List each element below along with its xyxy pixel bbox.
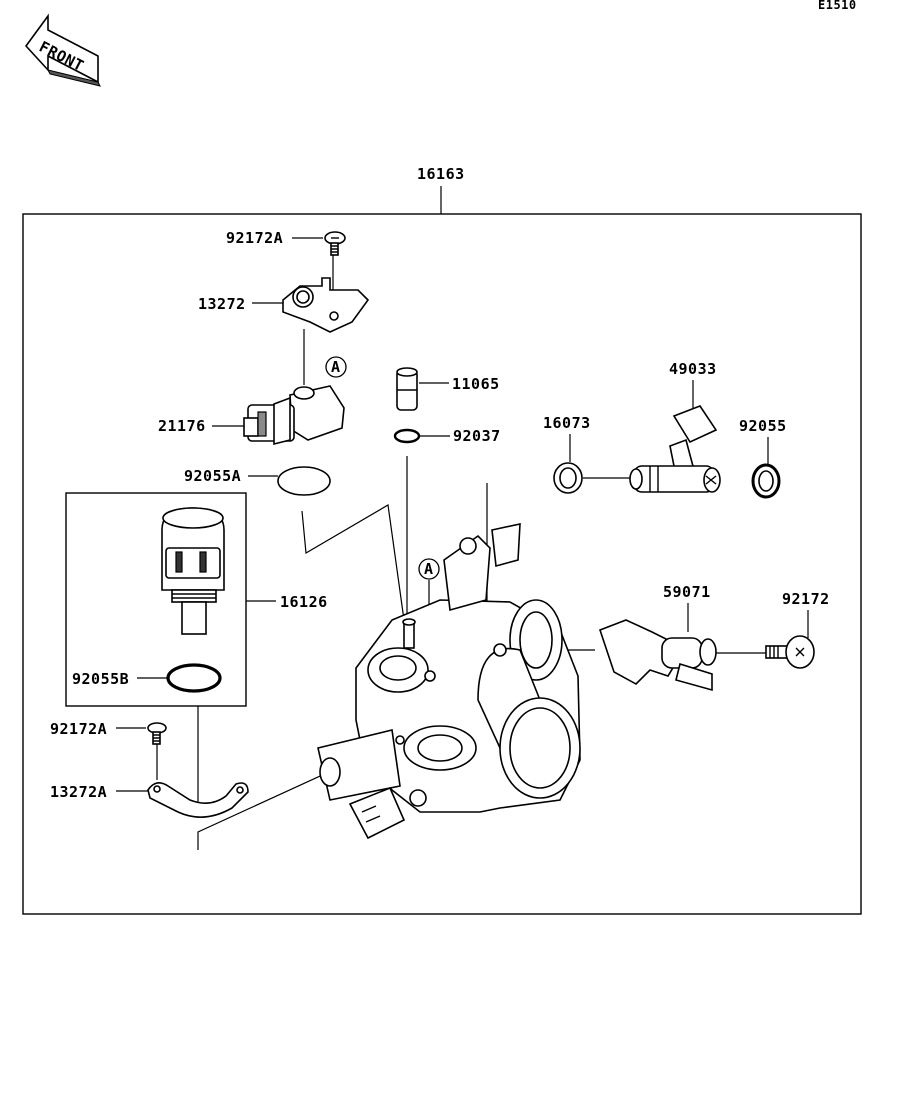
bracket-icon bbox=[147, 782, 249, 818]
lever-icon bbox=[598, 619, 717, 692]
svg-text:A: A bbox=[424, 560, 434, 578]
oring-small-icon bbox=[393, 428, 421, 444]
label-21176: 21176 bbox=[158, 417, 206, 435]
oring-a-icon bbox=[277, 466, 331, 496]
label-11065: 11065 bbox=[452, 375, 500, 393]
label-92055a: 92055A bbox=[184, 467, 241, 485]
assembly-frame bbox=[22, 213, 862, 915]
label-16073: 16073 bbox=[543, 414, 591, 432]
screw-icon bbox=[765, 635, 815, 669]
ref-marker-a-body: A bbox=[418, 558, 440, 580]
label-92172a-top: 92172A bbox=[226, 229, 283, 247]
oring-b-icon bbox=[166, 663, 222, 693]
seal-icon bbox=[751, 463, 781, 499]
cap-icon bbox=[396, 367, 418, 411]
ref-marker-a-top: A bbox=[325, 356, 347, 378]
label-16163: 16163 bbox=[417, 165, 465, 183]
front-arrow-icon: FRONT bbox=[24, 13, 101, 87]
label-49033: 49033 bbox=[669, 360, 717, 378]
sensor-assy-frame bbox=[65, 492, 247, 707]
screw-icon bbox=[147, 722, 167, 745]
bracket-icon bbox=[282, 277, 370, 333]
seal-icon bbox=[553, 462, 583, 494]
label-13272: 13272 bbox=[198, 295, 246, 313]
label-92037: 92037 bbox=[453, 427, 501, 445]
label-13272a: 13272A bbox=[50, 783, 107, 801]
throttle-body-icon bbox=[317, 522, 581, 840]
label-92055b: 92055B bbox=[72, 670, 129, 688]
injector-icon bbox=[629, 405, 721, 493]
label-59071: 59071 bbox=[663, 583, 711, 601]
label-92172: 92172 bbox=[782, 590, 830, 608]
label-92055: 92055 bbox=[739, 417, 787, 435]
throttle-sensor-icon bbox=[243, 385, 345, 446]
svg-text:A: A bbox=[331, 358, 341, 376]
label-92172a-bottom: 92172A bbox=[50, 720, 107, 738]
screw-icon bbox=[324, 231, 346, 256]
diagram-code: E1510 bbox=[818, 0, 857, 12]
sensor-assy-icon bbox=[161, 507, 225, 635]
label-16126: 16126 bbox=[280, 593, 328, 611]
